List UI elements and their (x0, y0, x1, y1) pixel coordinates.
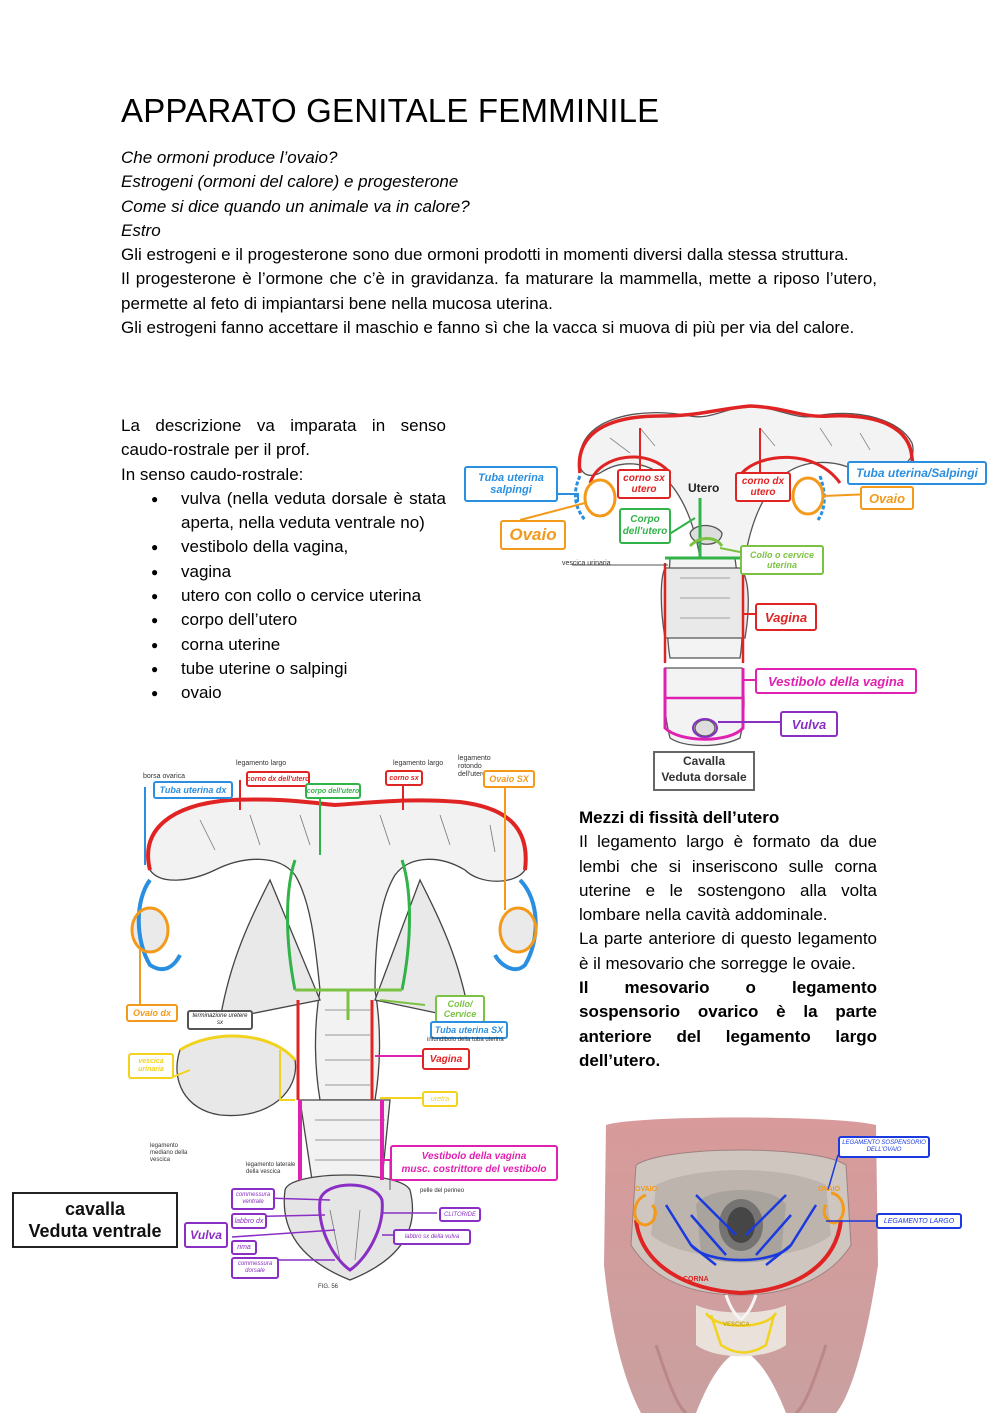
ventral-caption: cavalla Veduta ventrale (12, 1192, 178, 1248)
ventral-label-corno-dx: corno dx dell'utero (246, 771, 310, 787)
ventral-label-leg-laterale: legamento laterale della vescica (246, 1162, 296, 1175)
abdomen-label-leg-sospensorio: LEGAMENTO SOSPENSORIO DELL'OVAIO (838, 1136, 930, 1158)
ventral-label-leg-largo-2: legamento largo (393, 760, 444, 767)
fissita-heading: Mezzi di fissità dell’utero (579, 808, 780, 827)
ventral-label-borsa: borsa ovarica (143, 773, 186, 780)
abdomen-label-ovaio-left: OVAIO (635, 1186, 658, 1193)
ventral-label-uretra: uretra (422, 1091, 458, 1107)
dorsal-label-tuba-left: Tuba uterina salpingi (464, 466, 558, 502)
dorsal-label-vulva: Vulva (780, 711, 838, 737)
ventral-label-vagina: Vagina (422, 1048, 470, 1070)
list-item: corpo dell’utero (121, 608, 446, 633)
organ-list: vulva (nella veduta dorsale è stata aper… (121, 487, 446, 706)
ventral-label-tuba-dx: Tuba uterina dx (153, 781, 233, 799)
list-item: vulva (nella veduta dorsale è stata aper… (121, 487, 446, 536)
ventral-label-corpo: corpo dell'utero (305, 783, 361, 799)
fissita-paragraph-1: Il legamento largo è formato da due lemb… (579, 832, 877, 925)
list-item: utero con collo o cervice uterina (121, 584, 446, 609)
ventral-label-leg-largo-1: legamento largo (236, 760, 287, 767)
description-paragraph: La descrizione va imparata in senso caud… (121, 416, 446, 460)
list-item: corna uterine (121, 633, 446, 658)
ventral-label-rima: rima (231, 1240, 257, 1255)
dorsal-label-corno-dx: corno dx utero (735, 472, 791, 502)
fissita-section: Mezzi di fissità dell’utero Il legamento… (579, 806, 877, 1073)
dorsal-view-diagram (519, 404, 915, 747)
ventral-caption-line1: cavalla (64, 1199, 126, 1219)
ventral-label-commessura-ventrale: commessura ventrale (231, 1188, 275, 1210)
ventral-label-ovaio-dx: Ovaio dx (126, 1004, 178, 1022)
ventral-label-leg-mediano: legamento mediano della vescica (150, 1143, 188, 1163)
ventral-label-vestibolo-line1: Vestibolo della vagina (421, 1151, 527, 1162)
ventral-label-commessura-dorsale: commessura dorsale (231, 1257, 279, 1279)
intro-section: Che ormoni produce l’ovaio? Estrogeni (o… (121, 146, 877, 340)
ventral-label-collo: Collo/ Cervice (435, 995, 485, 1023)
dorsal-label-corpo: Corpo dell'utero (619, 508, 671, 544)
dorsal-caption-line2: Veduta dorsale (661, 770, 747, 784)
ventral-label-tuba-sx: Tuba uterina SX (430, 1021, 508, 1039)
abdomen-label-corna: CORNA (683, 1276, 709, 1283)
dorsal-label-ovaio-right: Ovaio (860, 486, 914, 510)
ventral-label-fig: FIG. 56 (318, 1284, 339, 1290)
ventral-label-infundibolo: infundibolo della tuba uterina (427, 1037, 504, 1043)
ventral-view-diagram (130, 780, 538, 1281)
ventral-label-leg-rotondo: legamento rotondo dell'utero (458, 755, 491, 778)
ventral-label-terminazione: terminazione uretere sx (187, 1010, 253, 1030)
list-item: ovaio (121, 681, 446, 706)
ventral-label-vescica: vescica urinaria (128, 1053, 174, 1079)
answer-ovaio: Estrogeni (ormoni del calore) e progeste… (121, 172, 459, 192)
ventral-label-pelle: pelle del perineo (420, 1188, 465, 1194)
description-section: La descrizione va imparata in senso caud… (121, 414, 446, 706)
dorsal-label-vescica: vescica urinaria (562, 560, 611, 567)
dorsal-label-corno-sx: corno sx utero (617, 469, 671, 499)
ventral-label-clitoride: CLITORIDE (439, 1207, 481, 1222)
ventral-label-ovaio-sx: Ovaio SX (483, 770, 535, 788)
dorsal-caption-line1: Cavalla (682, 754, 726, 768)
abdomen-label-leg-largo: LEGAMENTO LARGO (876, 1213, 962, 1229)
abdomen-diagram (604, 1117, 878, 1413)
intro-paragraph-1: Gli estrogeni e il progesterone sono due… (121, 245, 849, 265)
ventral-label-vestibolo: Vestibolo della vagina musc. costrittore… (390, 1145, 558, 1181)
ventral-label-vulva: Vulva (184, 1222, 228, 1248)
question-ovaio: Che ormoni produce l’ovaio? (121, 148, 338, 167)
list-item: vagina (121, 560, 446, 585)
answer-calore: Estro (121, 220, 161, 240)
list-item: tube uterine o salpingi (121, 657, 446, 682)
ventral-label-labbro-sx: labbro sx della vulva (393, 1229, 471, 1245)
ventral-label-corno-sx: corno sx (385, 770, 423, 786)
ventral-caption-line2: Veduta ventrale (28, 1221, 162, 1241)
dorsal-label-vestibolo: Vestibolo della vagina (755, 668, 917, 694)
ventral-label-labbro-dx: labbro dx (231, 1213, 267, 1229)
ventral-label-vestibolo-line2: musc. costrittore del vestibolo (401, 1164, 547, 1175)
page-title: APPARATO GENITALE FEMMINILE (121, 92, 660, 129)
dorsal-label-vagina: Vagina (755, 603, 817, 631)
list-item: vestibolo della vagina, (121, 535, 446, 560)
dorsal-caption: Cavalla Veduta dorsale (653, 751, 755, 791)
dorsal-label-tuba-right: Tuba uterina/Salpingi (847, 461, 987, 485)
dorsal-label-ovaio-left: Ovaio (500, 520, 566, 550)
intro-paragraph-3: Gli estrogeni fanno accettare il maschio… (121, 318, 855, 338)
dorsal-label-utero: Utero (688, 481, 720, 495)
question-calore: Come si dice quando un animale va in cal… (121, 196, 470, 216)
abdomen-label-ovaio-right: OVAIO (818, 1186, 841, 1193)
fissita-paragraph-3: Il mesovario o legamento sospensorio ova… (579, 978, 877, 1070)
intro-paragraph-2: Il progesterone è l’ormone che c’è in gr… (121, 269, 877, 313)
fissita-paragraph-2: La parte anteriore di questo legamento è… (579, 929, 877, 973)
abdomen-label-vescica: VESCICA (723, 1322, 750, 1328)
description-subtitle: In senso caudo-rostrale: (121, 464, 304, 484)
dorsal-label-collo: Collo o cervice uterina (740, 545, 824, 575)
